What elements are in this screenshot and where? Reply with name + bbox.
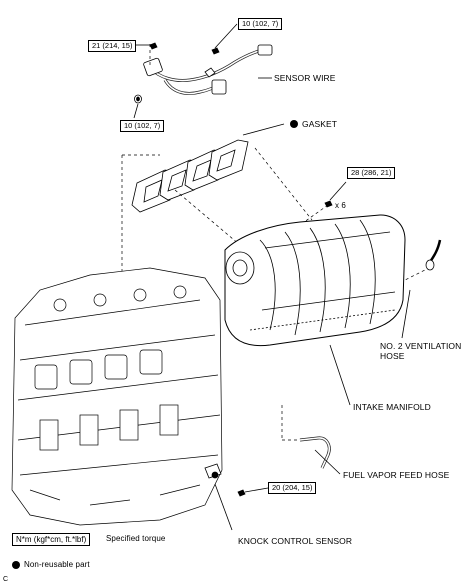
label-gasket: GASKET — [302, 119, 338, 129]
label-knock-control-sensor: KNOCK CONTROL SENSOR — [238, 536, 353, 546]
intake-manifold-drawing — [224, 214, 406, 347]
bolt-quantity: x 6 — [335, 201, 346, 210]
non-reusable-dot-icon — [290, 120, 298, 128]
legend-units-box: N*m (kgf*cm, ft.*lbf) — [12, 533, 91, 546]
torque-sensor-wire-left: 21 (214, 15) — [88, 40, 137, 52]
label-intake-manifold: INTAKE MANIFOLD — [353, 402, 431, 412]
torque-intake-manifold: 28 (286, 21) — [347, 167, 396, 179]
knock-sensor-drawing — [204, 463, 222, 479]
ventilation-hose-drawing — [425, 239, 442, 271]
corner-mark: C — [3, 576, 9, 583]
torque-sensor-wire-bottom: 10 (102, 7) — [120, 120, 165, 132]
gasket-drawing — [131, 139, 249, 213]
torque-sensor-wire-top: 10 (102, 7) — [238, 18, 283, 30]
fuel-vapor-hose-drawing — [299, 436, 331, 469]
sensor-wire-harness — [143, 44, 273, 95]
sensor-wire-bolts — [134, 42, 220, 104]
label-fuel-vapor-feed-hose: FUEL VAPOR FEED HOSE — [343, 470, 450, 480]
engine-block-drawing — [11, 267, 223, 526]
legend-non-reusable-dot-icon — [12, 561, 20, 569]
legend-non-reusable-text: Non-reusable part — [24, 560, 90, 569]
legend-units-caption: Specified torque — [106, 534, 166, 543]
label-sensor-wire: SENSOR WIRE — [274, 73, 336, 83]
label-no2-ventilation-hose: NO. 2 VENTILATION HOSE — [380, 341, 462, 361]
torque-knock-sensor: 20 (204, 15) — [268, 482, 317, 494]
